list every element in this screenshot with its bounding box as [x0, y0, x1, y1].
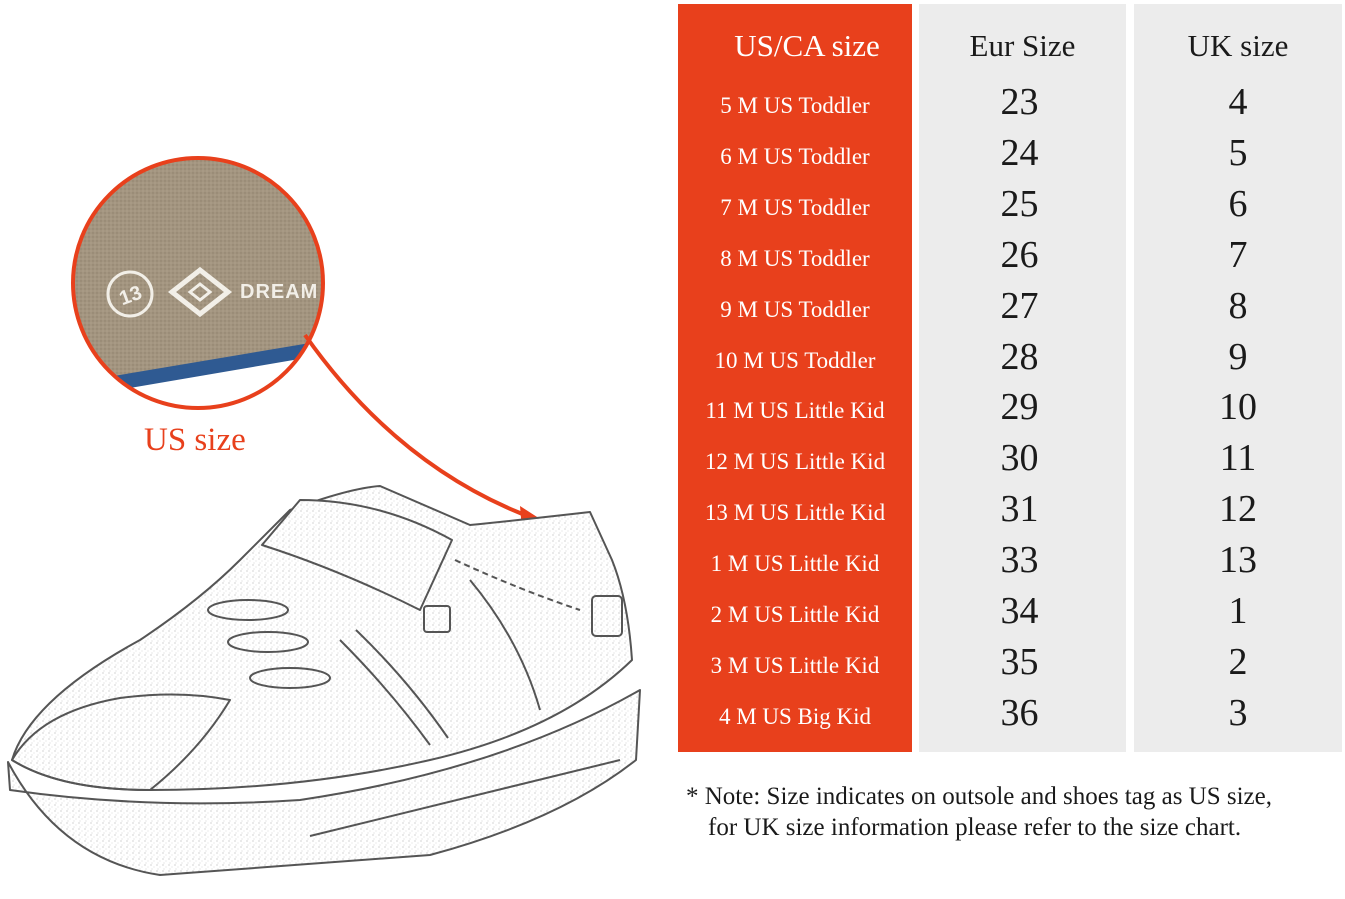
- table-cell-us: 6 M US Toddler: [720, 144, 870, 169]
- shoe-illustration: 13 DREAM: [7, 156, 641, 876]
- table-cell-eur: 23: [1000, 81, 1039, 123]
- table-cell-uk: 5: [1228, 132, 1248, 174]
- table-cell-eur: 27: [1000, 285, 1039, 327]
- table-cell-uk: 11: [1219, 437, 1257, 479]
- table-cell-eur: 31: [1000, 488, 1039, 530]
- uk-size-header: UK size: [1187, 28, 1289, 63]
- eur-size-column: Eur Size 23 24 25 26 27 28 29 30 31 33 3…: [919, 4, 1126, 752]
- table-cell-eur: 24: [1000, 132, 1039, 174]
- table-cell-eur: 28: [1000, 336, 1039, 378]
- table-cell-uk: 9: [1228, 336, 1248, 378]
- table-cell-eur: 26: [1000, 234, 1039, 276]
- table-cell-uk: 12: [1219, 488, 1257, 530]
- table-cell-uk: 3: [1228, 692, 1248, 734]
- table-cell-us: 13 M US Little Kid: [704, 500, 886, 525]
- table-cell-us: 8 M US Toddler: [720, 246, 870, 271]
- table-cell-uk: 6: [1228, 183, 1248, 225]
- us-size-header: US/CA size: [734, 28, 880, 63]
- us-size-column: US/CA size 5 M US Toddler 6 M US Toddler…: [678, 4, 912, 752]
- table-cell-us: 5 M US Toddler: [720, 93, 870, 118]
- table-cell-eur: 33: [1000, 539, 1039, 581]
- table-cell-eur: 25: [1000, 183, 1039, 225]
- table-cell-us: 12 M US Little Kid: [704, 449, 886, 474]
- table-cell-eur: 36: [1000, 692, 1039, 734]
- table-cell-us: 1 M US Little Kid: [710, 551, 880, 576]
- table-cell-eur: 29: [1000, 386, 1039, 428]
- us-size-label: US size: [144, 422, 246, 458]
- eur-size-header: Eur Size: [969, 28, 1076, 63]
- table-cell-uk: 7: [1228, 234, 1248, 276]
- insole-zoom: 13 DREAM: [71, 156, 325, 410]
- table-cell-uk: 8: [1228, 285, 1248, 327]
- table-cell-eur: 35: [1000, 641, 1039, 683]
- table-cell-us: 2 M US Little Kid: [710, 602, 880, 627]
- table-cell-us: 4 M US Big Kid: [718, 704, 872, 729]
- table-cell-uk: 2: [1228, 641, 1248, 683]
- table-cell-eur: 34: [1000, 590, 1039, 632]
- insole-brand-text: DREAM: [240, 281, 318, 303]
- table-cell-us: 10 M US Toddler: [714, 348, 876, 373]
- table-cell-uk: 1: [1228, 590, 1248, 632]
- table-cell-eur: 30: [1000, 437, 1039, 479]
- table-cell-us: 3 M US Little Kid: [710, 653, 880, 678]
- note-line-1: * Note: Size indicates on outsole and sh…: [686, 783, 1272, 810]
- table-cell-us: 11 M US Little Kid: [705, 398, 885, 423]
- size-note: * Note: Size indicates on outsole and sh…: [686, 781, 1336, 843]
- table-cell-us: 7 M US Toddler: [720, 195, 870, 220]
- table-cell-us: 9 M US Toddler: [720, 297, 870, 322]
- table-cell-uk: 10: [1219, 386, 1257, 428]
- uk-size-column: UK size 4 5 6 7 8 9 10 11 12 13 1 2 3: [1134, 4, 1342, 752]
- shoe-sketch: [7, 485, 641, 876]
- table-cell-uk: 4: [1228, 81, 1248, 123]
- table-cell-uk: 13: [1219, 539, 1257, 581]
- note-line-2: for UK size information please refer to …: [708, 814, 1242, 841]
